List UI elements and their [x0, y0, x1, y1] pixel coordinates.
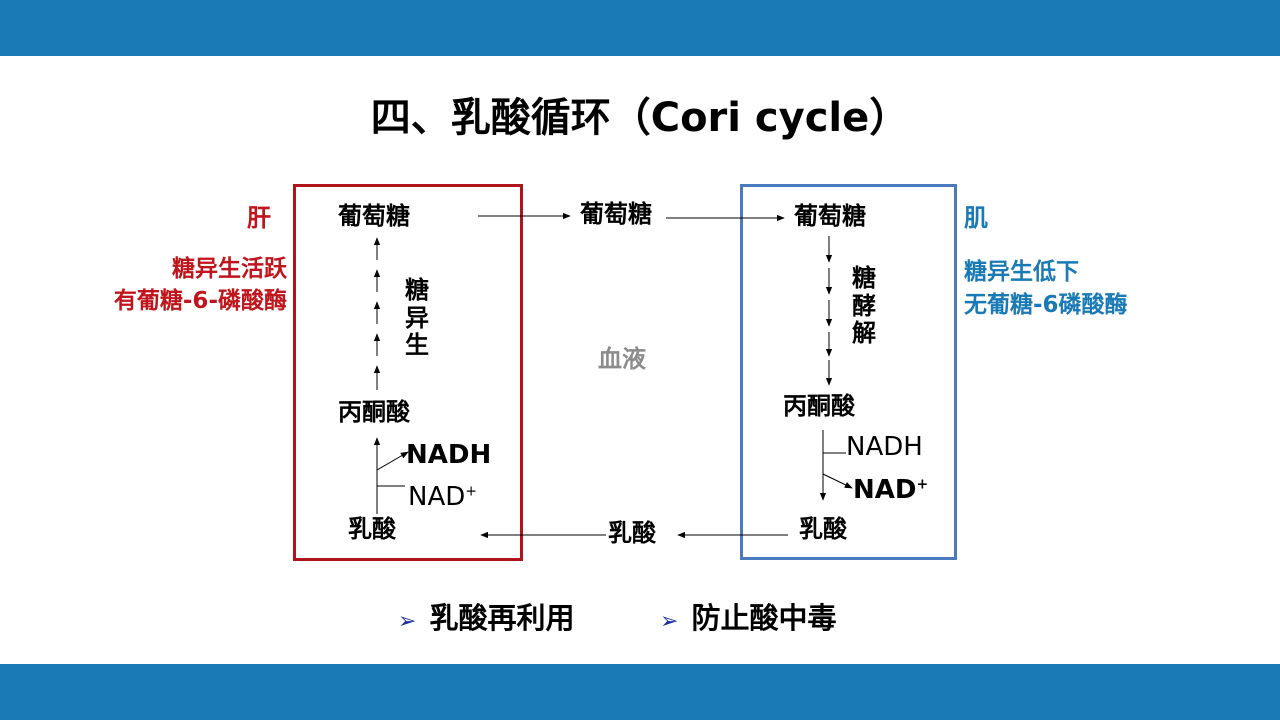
liver-nad-label: NAD+: [408, 484, 477, 510]
liver-organ-label: 肝: [247, 204, 271, 232]
liver-pyruvate-label: 丙酮酸: [338, 398, 410, 426]
bullet-item: ➢ 乳酸再利用: [398, 604, 575, 633]
chevron-right-icon: ➢: [660, 609, 679, 634]
liver-nad-superscript: +: [465, 483, 477, 500]
muscle-note-line2: 无葡糖-6磷酸酶: [964, 292, 1128, 318]
liver-gluconeogenesis-label: 糖异生: [405, 276, 429, 360]
bullet-text: 乳酸再利用: [429, 601, 575, 635]
top-banner: [0, 0, 1280, 56]
muscle-box: [740, 184, 957, 560]
liver-lactate-label: 乳酸: [348, 515, 396, 543]
liver-nad-text: NAD: [408, 482, 466, 512]
muscle-pyruvate-label: 丙酮酸: [783, 392, 855, 420]
liver-glucose-label: 葡萄糖: [338, 202, 410, 230]
slide-title: 四、乳酸循环（Cori cycle）: [370, 95, 910, 141]
bullet-item: ➢ 防止酸中毒: [660, 604, 837, 633]
muscle-note-line1: 糖异生低下: [964, 259, 1079, 285]
bullet-text: 防止酸中毒: [691, 601, 837, 635]
liver-note-line2: 有葡糖-6-磷酸酶: [113, 288, 287, 314]
muscle-nad-label: NAD+: [853, 477, 928, 503]
liver-note-line1: 糖异生活跃: [172, 256, 287, 282]
muscle-glucose-label: 葡萄糖: [794, 202, 866, 230]
muscle-nad-text: NAD: [853, 475, 917, 505]
liver-box: [293, 184, 523, 561]
blood-lactate-label: 乳酸: [608, 519, 656, 547]
muscle-organ-label: 肌: [964, 204, 988, 232]
liver-nadh-label: NADH: [406, 440, 492, 470]
muscle-nadh-label: NADH: [846, 432, 923, 462]
muscle-lactate-label: 乳酸: [799, 515, 847, 543]
liver-lactate-to-pyruvate-arrow: [373, 437, 409, 514]
chevron-right-icon: ➢: [398, 609, 417, 634]
muscle-glycolysis-label: 糖酵解: [852, 264, 876, 348]
blood-glucose-label: 葡萄糖: [580, 200, 652, 228]
muscle-nad-superscript: +: [916, 476, 929, 493]
blood-label: 血液: [598, 345, 646, 373]
muscle-pyruvate-to-lactate-arrow: [819, 430, 853, 501]
bottom-banner: [0, 664, 1280, 720]
